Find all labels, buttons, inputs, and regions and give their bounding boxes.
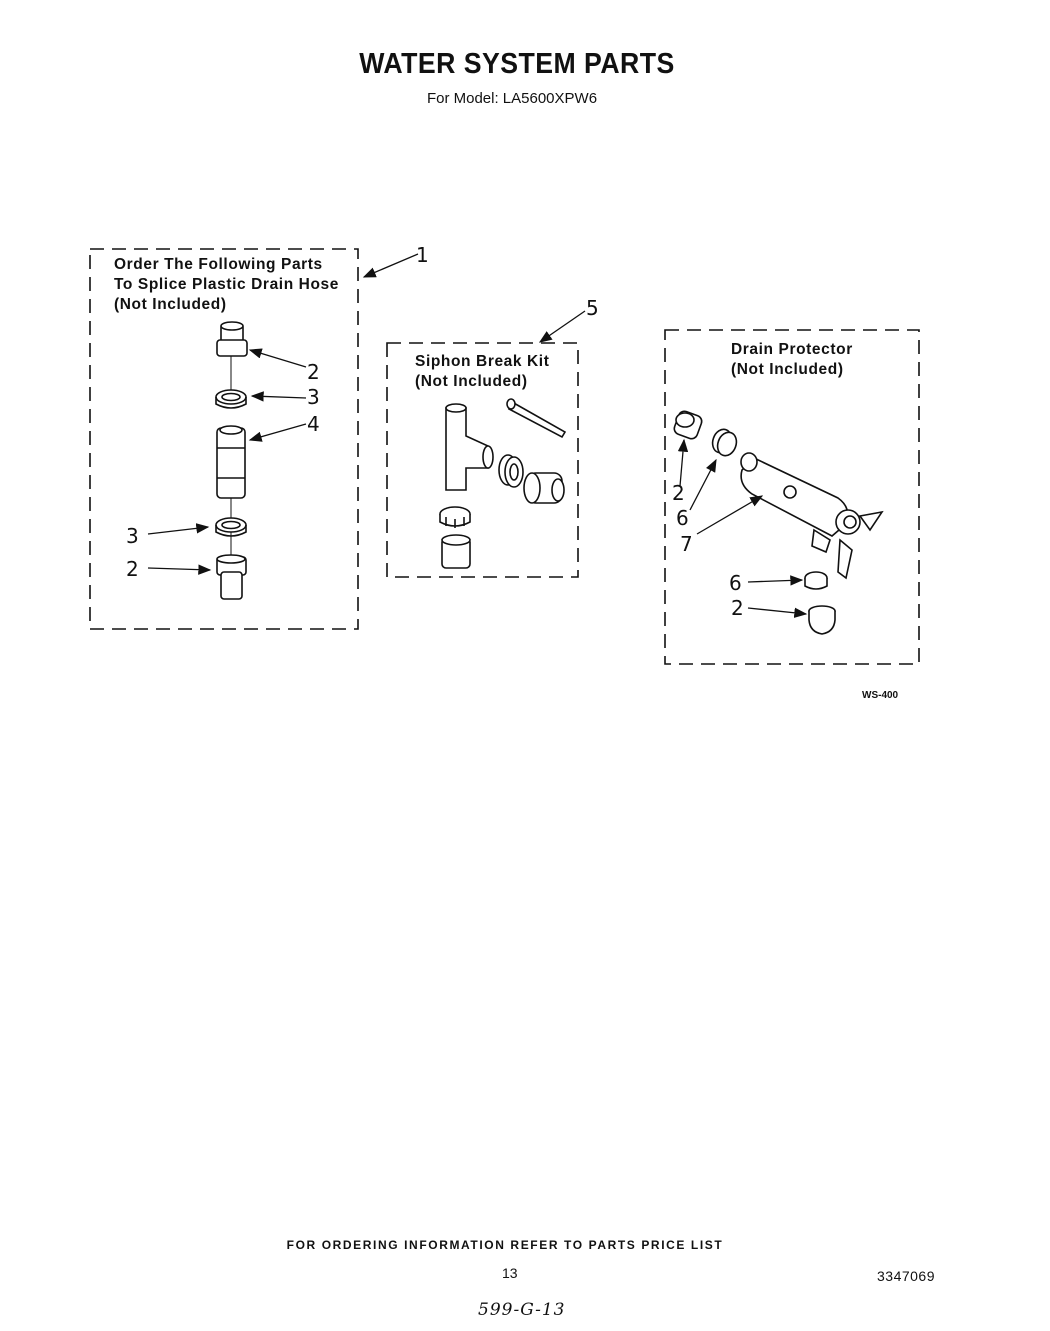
splice-box-label: Order The Following Parts To Splice Plas… [114,255,339,315]
ordering-note: FOR ORDERING INFORMATION REFER TO PARTS … [286,1238,724,1252]
siphon-tee [445,407,489,491]
siphon-adapter-bottom [441,534,471,569]
drain-adapter-bottom [808,605,836,635]
coupling [216,425,246,499]
drain-ring-top [711,428,738,457]
callout-1: 1 [416,243,429,267]
splice-callout-3-top: 3 [307,385,320,409]
page-title: WATER SYSTEM PARTS [359,48,675,80]
drain-ring-bottom [804,571,828,590]
siphon-box-label: Siphon Break Kit (Not Included) [415,352,549,392]
siphon-parts [439,398,567,569]
page-number: 13 [502,1265,518,1281]
drain-callout-6-top: 6 [676,506,689,530]
drain-box-label: Drain Protector (Not Included) [731,340,853,380]
clamp-ring-top [215,389,247,409]
siphon-ring-side [498,454,524,488]
splice-label-line-2: To Splice Plastic Drain Hose [114,276,339,293]
siphon-label-line-1: Siphon Break Kit [415,353,550,370]
drain-callout-7: 7 [680,532,693,556]
splice-box [89,248,359,630]
drain-protector-body [740,452,884,580]
drain-box [664,329,920,665]
adapter-bottom [216,554,247,600]
splice-callout-4: 4 [307,412,320,436]
drain-label-line-2: (Not Included) [731,361,844,378]
siphon-label-line-2: (Not Included) [415,373,528,390]
splice-leaders [147,348,307,575]
splice-callout-3-bottom: 3 [126,524,139,548]
splice-label-line-1: Order The Following Parts [114,256,323,273]
handwritten-code: 599-G-13 [478,1300,566,1320]
drain-leaders [677,438,808,618]
drain-callout-6-bottom: 6 [729,571,742,595]
splice-parts [215,321,248,600]
siphon-strap [507,400,567,439]
siphon-ring-bottom [439,506,471,528]
model-subtitle: For Model: LA5600XPW6 [426,90,598,107]
parts-diagram: 1 5 [89,243,920,665]
splice-callout-2-top: 2 [307,360,320,384]
document-number: 3347069 [877,1268,936,1284]
callout-5-leader [538,310,586,343]
drain-callout-2-bottom: 2 [731,596,744,620]
callout-1-leader [362,253,419,278]
splice-callout-2-bottom: 2 [126,557,139,581]
drain-adapter-top [673,410,703,440]
splice-label-line-3: (Not Included) [114,296,227,313]
figure-code: WS-400 [862,690,899,701]
drain-callout-2-top: 2 [672,481,685,505]
siphon-box [386,342,579,578]
adapter-top [216,321,248,357]
callout-5: 5 [586,296,599,320]
drain-parts [673,410,884,635]
siphon-adapter-side [523,472,565,504]
drain-label-line-1: Drain Protector [731,341,853,358]
